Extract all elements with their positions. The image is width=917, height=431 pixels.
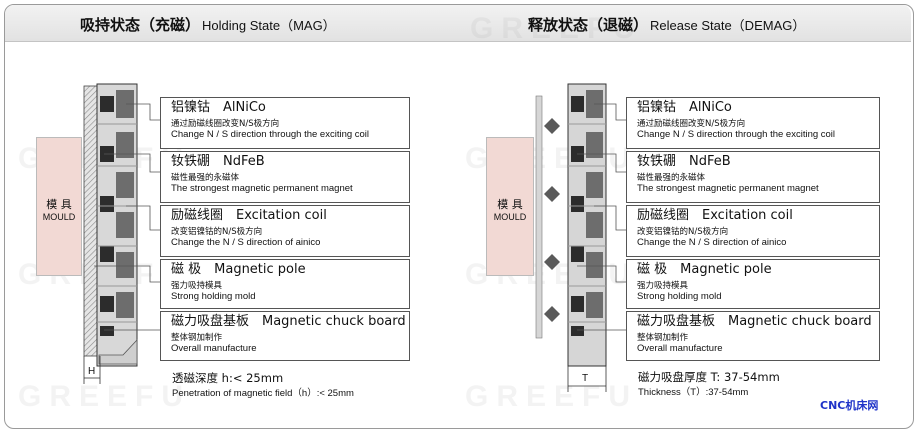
component-name: 钕铁硼 NdFeB (171, 154, 265, 169)
title-bar (5, 5, 911, 42)
left-depth-note-cn: 透磁深度 h:< 25mm (172, 371, 284, 385)
right-dim-label: T (582, 373, 589, 384)
component-name: 铝镍钴 AlNiCo (171, 100, 266, 115)
component-desc-cn: 整体钢加制作 (171, 333, 223, 343)
left-chuck (83, 83, 160, 384)
component-name: 磁力吸盘基板 Magnetic chuck board (637, 314, 872, 329)
right-title-cn: 释放状态（退磁） (528, 16, 649, 34)
right-thick-note-cn: 磁力吸盘厚度 T: 37-54mm (638, 370, 780, 384)
component-desc-cn: 通过励磁线圈改变N/S极方向 (637, 119, 746, 129)
watermark: GREEFU (465, 380, 639, 413)
component-name: 钕铁硼 NdFeB (637, 154, 731, 169)
left-box-alnico: 铝镍钴 AlNiCo 通过励磁线圈改变N/S极方向 Change N / S d… (160, 97, 410, 149)
component-desc-en: Overall manufacture (171, 343, 257, 354)
left-title-en: Holding State（MAG） (202, 18, 336, 33)
left-mould-cn: 模 具 (46, 198, 72, 211)
right-mould-en: MOULD (493, 212, 527, 222)
component-name: 铝镍钴 AlNiCo (637, 100, 732, 115)
left-title-cn: 吸持状态（充磁） (80, 16, 201, 34)
left-box-pole: 磁 极 Magnetic pole 强力吸持模具 Strong holding … (160, 259, 410, 309)
left-mould: 模 具 MOULD (36, 137, 82, 276)
component-desc-en: Overall manufacture (637, 343, 723, 354)
component-desc-cn: 整体钢加制作 (637, 333, 689, 343)
left-box-ndfeb: 钕铁硼 NdFeB 磁性最强的永磁体 The strongest magneti… (160, 151, 410, 203)
component-name: 磁 极 Magnetic pole (171, 262, 306, 277)
component-desc-en: Change the N / S direction of ainico (171, 237, 321, 248)
component-name: 励磁线圈 Excitation coil (171, 208, 327, 223)
right-box-board: 磁力吸盘基板 Magnetic chuck board 整体钢加制作 Overa… (626, 311, 880, 361)
component-desc-en: Change N / S direction through the excit… (171, 129, 370, 140)
right-mould-cn: 模 具 (497, 198, 523, 211)
left-pole-plate (83, 85, 98, 357)
right-title: 释放状态（退磁）Release State（DEMAG） (528, 14, 805, 35)
component-desc-cn: 磁性最强的永磁体 (637, 173, 706, 183)
right-chuck (535, 83, 626, 392)
source-credit: CNC机床网 (820, 399, 879, 412)
right-thick-note-en: Thickness（T）:37-54mm (638, 387, 749, 398)
right-title-en: Release State（DEMAG） (650, 18, 806, 33)
left-mould-en: MOULD (42, 212, 76, 222)
left-title: 吸持状态（充磁）Holding State（MAG） (80, 14, 336, 35)
component-name: 磁力吸盘基板 Magnetic chuck board (171, 314, 406, 329)
component-desc-en: The strongest magnetic permanent magnet (171, 183, 353, 194)
component-desc-en: Strong holding mold (171, 291, 256, 302)
right-box-ndfeb: 钕铁硼 NdFeB 磁性最强的永磁体 The strongest magneti… (626, 151, 880, 203)
left-depth-note-en: Penetration of magnetic field（h）:< 25mm (172, 388, 354, 399)
right-box-alnico: 铝镍钴 AlNiCo 通过励磁线圈改变N/S极方向 Change N / S d… (626, 97, 880, 149)
left-box-coil: 励磁线圈 Excitation coil 改变铝镍钴的N/S极方向 Change… (160, 205, 410, 257)
left-dim-label: H (88, 366, 96, 377)
component-desc-cn: 改变铝镍钴的N/S极方向 (171, 227, 263, 237)
component-desc-cn: 改变铝镍钴的N/S极方向 (637, 227, 729, 237)
component-desc-en: Change the N / S direction of ainico (637, 237, 787, 248)
right-box-pole: 磁 极 Magnetic pole 强力吸持模具 Strong holding … (626, 259, 880, 309)
left-box-board: 磁力吸盘基板 Magnetic chuck board 整体钢加制作 Overa… (160, 311, 410, 361)
right-air-gap (535, 95, 543, 339)
right-mould: 模 具 MOULD (486, 137, 534, 276)
watermark: GREEFU (470, 12, 644, 45)
component-desc-cn: 通过励磁线圈改变N/S极方向 (171, 119, 280, 129)
component-desc-cn: 磁性最强的永磁体 (171, 173, 240, 183)
watermark: GREEFU (18, 380, 192, 413)
component-desc-en: The strongest magnetic permanent magnet (637, 183, 819, 194)
component-desc-en: Strong holding mold (637, 291, 722, 302)
component-name: 磁 极 Magnetic pole (637, 262, 772, 277)
right-box-coil: 励磁线圈 Excitation coil 改变铝镍钴的N/S极方向 Change… (626, 205, 880, 257)
component-name: 励磁线圈 Excitation coil (637, 208, 793, 223)
component-desc-cn: 强力吸持模具 (171, 281, 223, 291)
component-desc-en: Change N / S direction through the excit… (637, 129, 836, 140)
component-desc-cn: 强力吸持模具 (637, 281, 689, 291)
